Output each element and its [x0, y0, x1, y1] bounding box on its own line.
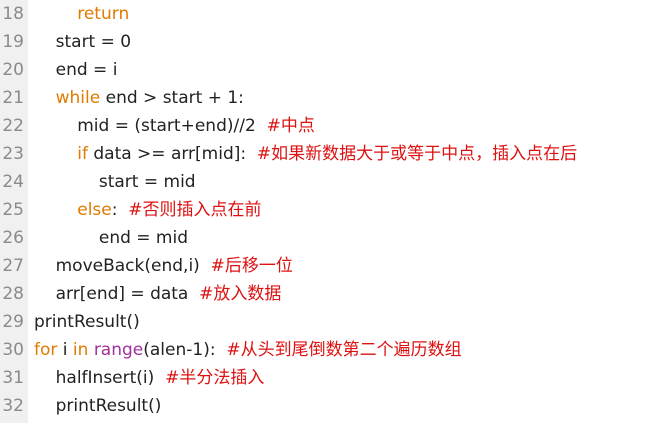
code-line: 18 return: [0, 0, 658, 28]
comment-token: #中点: [266, 116, 315, 136]
keyword-token: return: [77, 4, 130, 24]
keyword-token: if: [77, 144, 88, 164]
line-number: 22: [2, 116, 24, 136]
line-number: 21: [2, 88, 24, 108]
code-line: 30 for i in range(alen-1): #从头到尾倒数第二个遍历数组: [0, 336, 658, 364]
code-line: 22 mid = (start+end)//2 #中点: [0, 112, 658, 140]
indent: [34, 284, 56, 304]
indent: [34, 60, 56, 80]
indent: [34, 172, 99, 192]
comment-token: #半分法插入: [165, 368, 265, 388]
line-number: 24: [2, 172, 24, 192]
code-text: end = i: [34, 56, 118, 84]
code-line: 27 moveBack(end,i) #后移一位: [0, 252, 658, 280]
code-text: printResult(): [34, 308, 140, 336]
code-line: 31 halfInsert(i) #半分法插入: [0, 364, 658, 392]
code-token: mid = (start+end)//2: [77, 116, 267, 136]
code-line: 19 start = 0: [0, 28, 658, 56]
comment-token: #放入数据: [199, 284, 282, 304]
line-number: 20: [2, 60, 24, 80]
comment-token: #如果新数据大于或等于中点，插入点在后: [256, 144, 578, 164]
keyword-token: in: [72, 340, 89, 360]
code-token: end = mid: [98, 228, 189, 248]
indent: [34, 368, 56, 388]
comment-token: #后移一位: [210, 256, 293, 276]
line-number-gutter: [0, 0, 28, 423]
line-number: 18: [2, 4, 24, 24]
code-line: 32 printResult(): [0, 392, 658, 420]
line-number: 31: [2, 368, 24, 388]
indent: [34, 32, 56, 52]
line-number: 26: [2, 228, 24, 248]
indent: [34, 256, 56, 276]
code-text: for i in range(alen-1): #从头到尾倒数第二个遍历数组: [34, 336, 462, 364]
code-token: start = 0: [55, 32, 132, 52]
code-token: halfInsert(i): [55, 368, 166, 388]
indent: [34, 200, 77, 220]
code-text: printResult(): [34, 392, 162, 420]
code-line: 20 end = i: [0, 56, 658, 84]
indent: [34, 396, 56, 416]
code-line: 23 if data >= arr[mid]: #如果新数据大于或等于中点，插入…: [0, 140, 658, 168]
code-text: halfInsert(i) #半分法插入: [34, 364, 265, 392]
code-token: (alen-1):: [143, 340, 227, 360]
code-text: mid = (start+end)//2 #中点: [34, 112, 315, 140]
indent: [34, 144, 77, 164]
line-number: 19: [2, 32, 24, 52]
indent: [34, 228, 99, 248]
code-line: 21 while end > start + 1:: [0, 84, 658, 112]
comment-token: #从头到尾倒数第二个遍历数组: [226, 340, 462, 360]
line-number: 28: [2, 284, 24, 304]
indent: [34, 4, 77, 24]
code-line: 24 start = mid: [0, 168, 658, 196]
indent: [34, 116, 77, 136]
code-text: moveBack(end,i) #后移一位: [34, 252, 293, 280]
code-text: start = 0: [34, 28, 131, 56]
code-token: printResult(): [34, 312, 140, 332]
builtin-token: range: [93, 340, 144, 360]
code-token: end > start + 1:: [100, 88, 244, 108]
line-number: 32: [2, 396, 24, 416]
code-token: end = i: [55, 60, 118, 80]
code-token: moveBack(end,i): [55, 256, 211, 276]
line-number: 30: [2, 340, 24, 360]
code-text: while end > start + 1:: [34, 84, 244, 112]
code-text: if data >= arr[mid]: #如果新数据大于或等于中点，插入点在后: [34, 140, 577, 168]
keyword-token: while: [55, 88, 101, 108]
code-line: 26 end = mid: [0, 224, 658, 252]
code-token: printResult(): [55, 396, 162, 416]
code-token: arr[end] = data: [55, 284, 200, 304]
keyword-token: for: [34, 340, 58, 360]
line-number: 25: [2, 200, 24, 220]
line-number: 27: [2, 256, 24, 276]
code-text: else: #否则插入点在前: [34, 196, 262, 224]
code-token: data >= arr[mid]:: [87, 144, 257, 164]
line-number: 29: [2, 312, 24, 332]
code-token: :: [111, 200, 129, 220]
keyword-token: else: [77, 200, 112, 220]
code-token: start = mid: [98, 172, 196, 192]
indent: [34, 88, 56, 108]
code-line: 28 arr[end] = data #放入数据: [0, 280, 658, 308]
code-text: return: [34, 0, 129, 28]
code-line: 29 printResult(): [0, 308, 658, 336]
code-text: start = mid: [34, 168, 196, 196]
code-token: i: [57, 340, 73, 360]
comment-token: #否则插入点在前: [128, 200, 262, 220]
code-text: arr[end] = data #放入数据: [34, 280, 282, 308]
code-line: 25 else: #否则插入点在前: [0, 196, 658, 224]
line-number: 23: [2, 144, 24, 164]
code-text: end = mid: [34, 224, 188, 252]
